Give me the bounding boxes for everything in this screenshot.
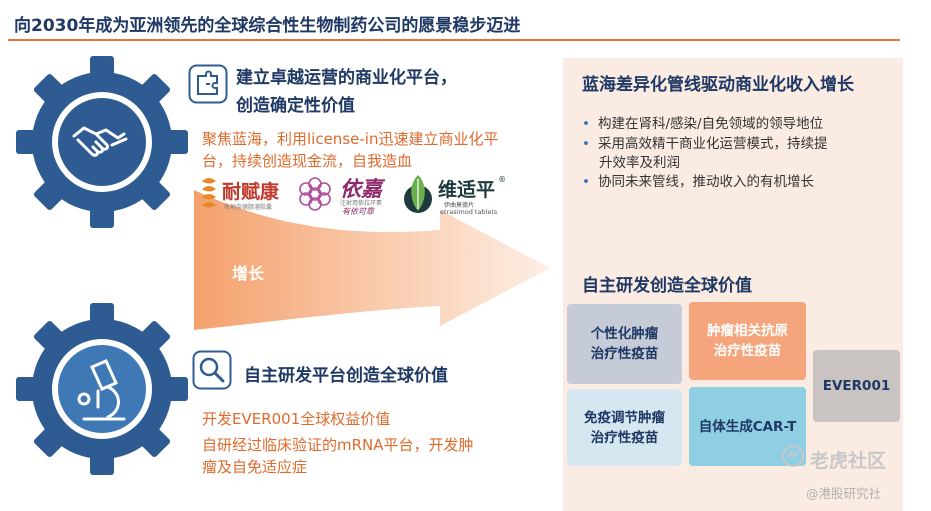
logo-yijia-name: 依嘉 — [340, 177, 382, 201]
rd-line-2: 自研经过临床验证的mRNA平台，开发肿 — [202, 436, 474, 454]
capsule-icon — [202, 178, 216, 208]
logo-yijia-sub: 注射用依拉环素 — [340, 200, 383, 207]
bullet-text: 采用高效精干商业化运营模式，持续提 — [597, 136, 828, 152]
puzzle-icon — [188, 64, 228, 104]
logo-weishiping-en: etrasimod tablets — [440, 208, 498, 216]
title-divider — [8, 39, 900, 41]
box-line-1: 肿瘤相关抗原 — [707, 323, 788, 339]
pipeline-box-immunomodulatory-vaccine: 免疫调节肿瘤治疗性疫苗 — [567, 389, 682, 466]
bullet-text-cont: 升效率及利润 — [599, 155, 680, 171]
bullet-dot-icon: • — [582, 116, 590, 132]
watermark-logo-icon — [782, 445, 804, 467]
microscope-icon — [77, 359, 126, 421]
rd-line-1: 开发EVER001全球权益价值 — [202, 410, 391, 428]
pipeline-box-tumor-antigen-vaccine: 肿瘤相关抗原治疗性疫苗 — [689, 302, 806, 380]
commercial-platform-heading: 建立卓越运营的商业化平台， 创造确定性价值 — [236, 64, 457, 120]
page-title: 向2030年成为亚洲领先的全球综合性生物制药公司的愿景稳步迈进 — [14, 16, 521, 36]
microscope-gear-icon — [16, 303, 188, 475]
heading-line-2: 创造确定性价值 — [236, 96, 355, 116]
bullet-text: 协同未来管线，推动收入的有机增长 — [597, 174, 814, 190]
box-line-1: 自体生成CAR-T — [698, 418, 797, 435]
rd-platform-heading: 自主研发平台创造全球价值 — [244, 366, 448, 386]
flower-icon — [299, 177, 331, 211]
box-line-1: 个性化肿瘤 — [590, 326, 659, 342]
handshake-icon — [72, 126, 128, 157]
bullet-dot-icon: • — [582, 174, 590, 190]
pipeline-box-in-vivo-car-t: 自体生成CAR-T — [689, 387, 806, 466]
rd-line-3: 瘤及自免适应症 — [202, 458, 308, 476]
bullet-item: • 协同未来管线，推动收入的有机增长 — [582, 173, 814, 192]
logo-yijia-tagline: 有依可靠 — [342, 207, 374, 216]
rd-desc: 自研经过临床验证的mRNA平台，开发肿 瘤及自免适应症 — [202, 434, 474, 478]
pipeline-box-personalized-vaccine: 个性化肿瘤治疗性疫苗 — [567, 304, 682, 384]
box-line-2: 治疗性疫苗 — [590, 429, 659, 446]
box-line-2: 治疗性疫苗 — [590, 346, 659, 362]
logo-weishiping-name: 维适平 — [438, 179, 496, 201]
leaf-icon — [404, 175, 432, 213]
handshake-gear-icon — [16, 56, 188, 228]
bullet-dot-icon: • — [582, 136, 590, 152]
logo-weishiping-sub: 伊曲莫德片 — [444, 202, 475, 209]
growth-label: 增长 — [232, 264, 265, 283]
panel-heading-commercial: 蓝海差异化管线驱动商业化收入增长 — [582, 75, 854, 95]
logo-yijia: 依嘉 注射用依拉环素 有依可靠 — [296, 173, 392, 217]
desc-line-1: 聚焦蓝海，利用license-in迅速建立商业化平 — [202, 130, 499, 148]
logo-naifukang: 耐赋康 布地奈德肠溶胶囊 — [198, 173, 290, 217]
logo-registered-mark: ® — [498, 175, 506, 184]
search-icon — [192, 350, 232, 390]
bullet-text: 构建在肾科/感染/自免领域的领导地位 — [597, 116, 824, 132]
box-line-2: 治疗性疫苗 — [713, 343, 782, 359]
heading-line-1: 建立卓越运营的商业化平台， — [236, 68, 457, 88]
logo-naifukang-sub: 布地奈德肠溶胶囊 — [224, 204, 273, 211]
watermark-sub: @港股研究社 — [806, 486, 882, 501]
box-line-1: EVER001 — [822, 378, 891, 394]
bullet-item: • 构建在肾科/感染/自免领域的领导地位 — [582, 115, 823, 134]
growth-arrow — [194, 190, 550, 330]
panel-heading-rd: 自主研发创造全球价值 — [582, 276, 752, 296]
logo-naifukang-name: 耐赋康 — [222, 181, 280, 203]
watermark-main: 老虎社区 — [810, 450, 887, 472]
box-line-1: 免疫调节肿瘤 — [584, 409, 665, 426]
commercial-platform-desc: 聚焦蓝海，利用license-in迅速建立商业化平 台，持续创造现金流，自我造血 — [202, 128, 498, 172]
pipeline-box-ever001: EVER001 — [813, 350, 900, 422]
desc-line-2: 台，持续创造现金流，自我造血 — [202, 152, 413, 170]
bullet-item: • 采用高效精干商业化运营模式，持续提 升效率及利润 — [582, 135, 827, 173]
logo-weishiping: 维适平 ® 伊曲莫德片 etrasimod tablets — [402, 173, 514, 217]
